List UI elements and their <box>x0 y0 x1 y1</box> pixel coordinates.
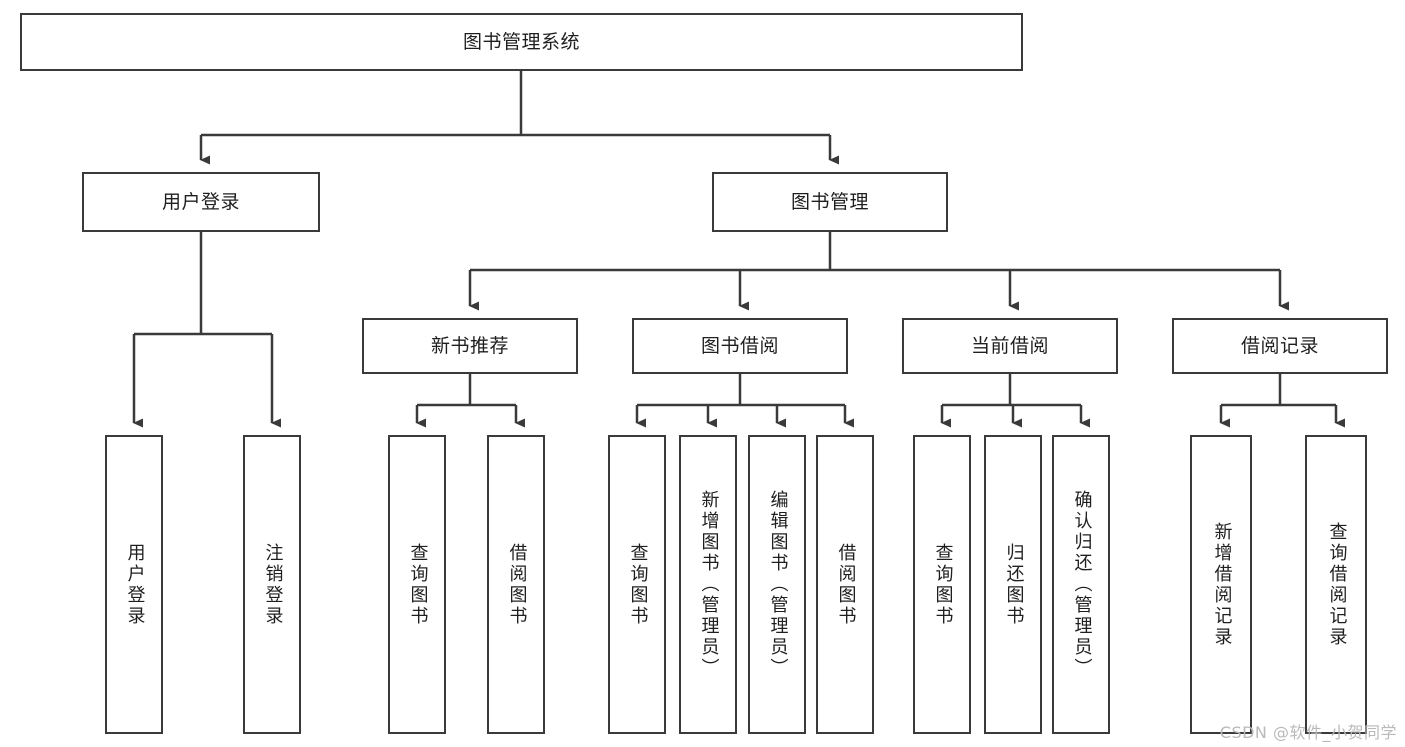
node-new-book-recommend[interactable]: 新书推荐 <box>362 318 578 374</box>
node-label: 查询图书 <box>407 542 429 627</box>
node-leaf-borrow-book-1[interactable]: 借阅图书 <box>487 435 545 734</box>
node-label: 查询图书 <box>627 542 649 627</box>
node-leaf-query-book-2[interactable]: 查询图书 <box>608 435 666 734</box>
node-leaf-logout[interactable]: 注销登录 <box>243 435 301 734</box>
node-book-borrow[interactable]: 图书借阅 <box>632 318 848 374</box>
node-current-borrow[interactable]: 当前借阅 <box>902 318 1118 374</box>
node-book-manage[interactable]: 图书管理 <box>712 172 948 232</box>
node-leaf-add-book[interactable]: 新增图书（管理员） <box>679 435 737 734</box>
watermark-text: CSDN @软件_小贺同学 <box>1219 723 1397 742</box>
node-label: 新增图书（管理员） <box>698 490 720 679</box>
node-label: 图书管理 <box>790 190 869 213</box>
node-label: 归还图书 <box>1003 542 1025 627</box>
node-label: 新书推荐 <box>430 334 509 357</box>
node-label: 注销登录 <box>262 542 284 627</box>
node-label: 用户登录 <box>161 190 240 213</box>
node-label: 确认归还（管理员） <box>1071 490 1093 679</box>
node-label: 借阅记录 <box>1240 334 1319 357</box>
node-leaf-query-book-1[interactable]: 查询图书 <box>388 435 446 734</box>
node-leaf-query-record[interactable]: 查询借阅记录 <box>1305 435 1367 734</box>
node-leaf-confirm-return[interactable]: 确认归还（管理员） <box>1052 435 1110 734</box>
node-leaf-add-record[interactable]: 新增借阅记录 <box>1190 435 1252 734</box>
node-label: 用户登录 <box>124 542 146 627</box>
node-borrow-record[interactable]: 借阅记录 <box>1172 318 1388 374</box>
node-leaf-edit-book[interactable]: 编辑图书（管理员） <box>748 435 806 734</box>
node-label: 当前借阅 <box>970 334 1049 357</box>
node-leaf-user-login[interactable]: 用户登录 <box>105 435 163 734</box>
node-leaf-borrow-book-2[interactable]: 借阅图书 <box>816 435 874 734</box>
node-label: 新增借阅记录 <box>1211 521 1233 648</box>
node-leaf-query-book-3[interactable]: 查询图书 <box>913 435 971 734</box>
node-label: 查询图书 <box>932 542 954 627</box>
node-label: 图书借阅 <box>700 334 779 357</box>
node-label: 编辑图书（管理员） <box>767 490 789 679</box>
node-root-system[interactable]: 图书管理系统 <box>20 13 1023 71</box>
node-label: 借阅图书 <box>506 542 528 627</box>
node-user-login[interactable]: 用户登录 <box>82 172 320 232</box>
node-label: 借阅图书 <box>835 542 857 627</box>
node-label: 图书管理系统 <box>462 30 580 53</box>
node-label: 查询借阅记录 <box>1326 521 1348 648</box>
node-leaf-return-book[interactable]: 归还图书 <box>984 435 1042 734</box>
